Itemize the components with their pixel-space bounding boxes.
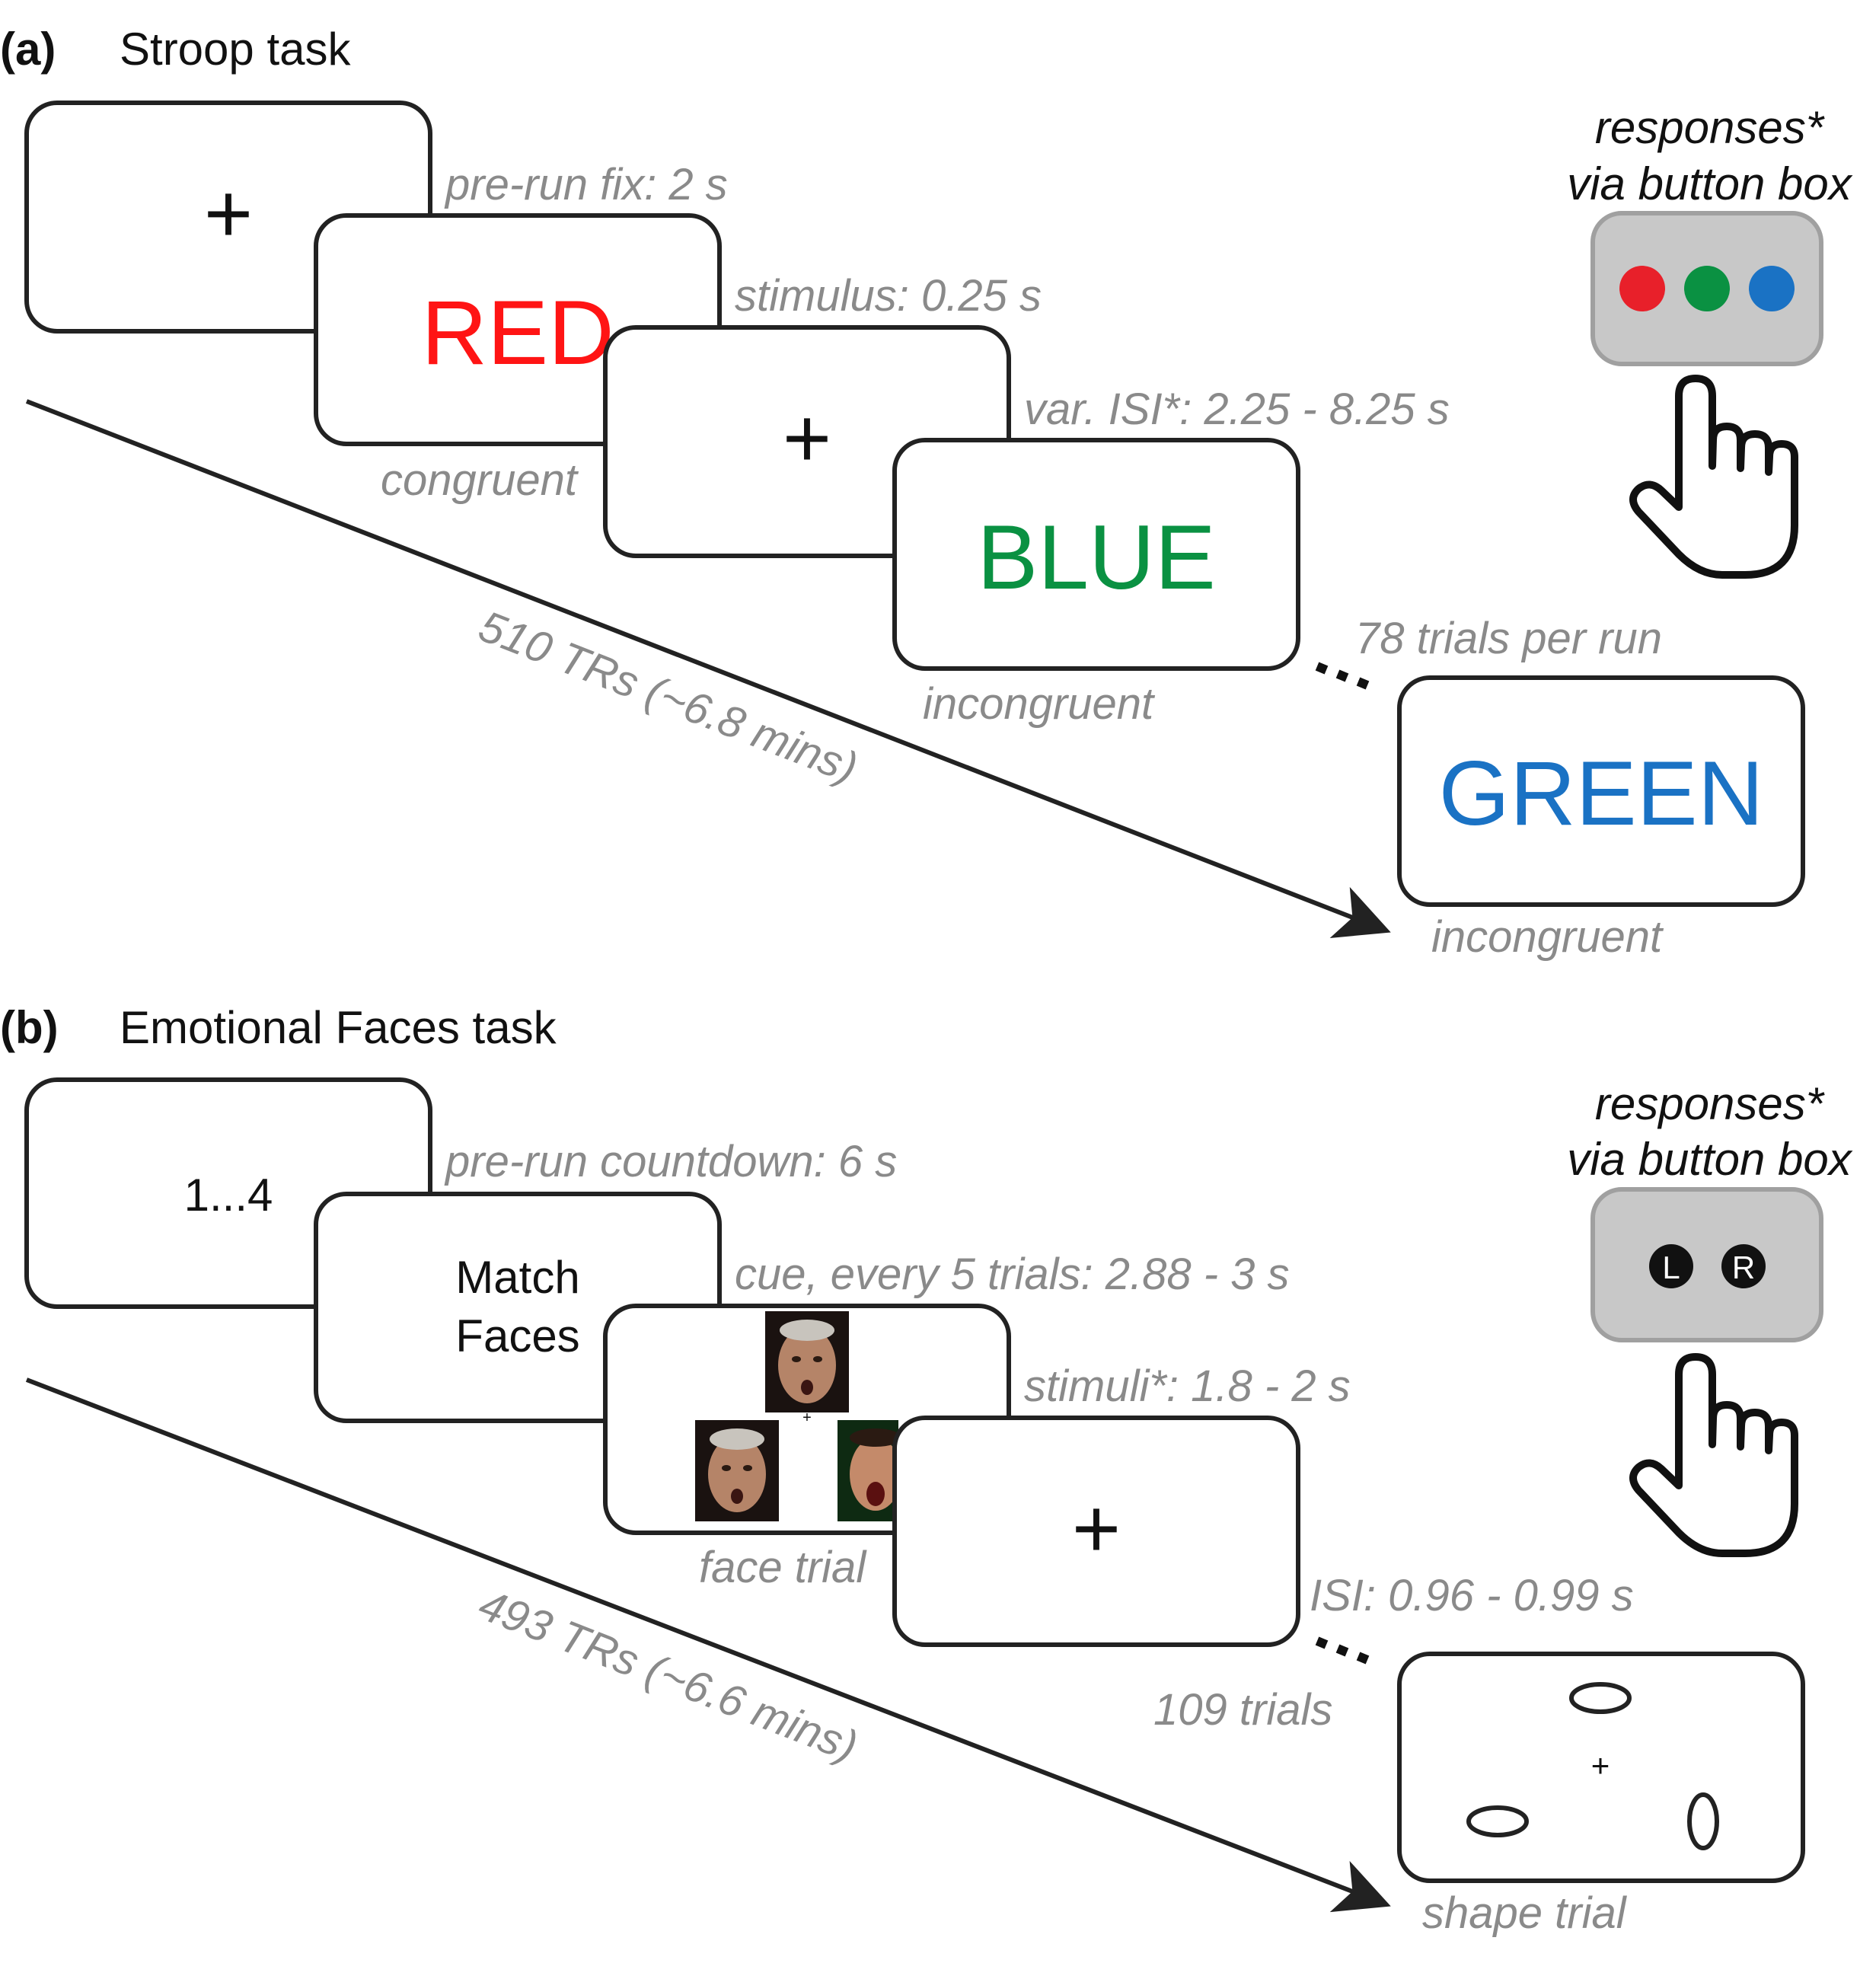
label-face-trial: face trial [699,1543,867,1592]
button-left-label: L [1662,1250,1680,1285]
timing-cue: cue, every 5 trials: 2.88 - 3 s [735,1250,1290,1299]
label-shape-trial: shape trial [1422,1888,1628,1938]
screen-shape-trial [1397,1652,1805,1883]
face-image-left [695,1420,779,1521]
button-box [1590,1187,1823,1342]
timeline-arrow-a [25,399,1391,938]
stimulus-word-red: RED [421,282,614,384]
timing-countdown: pre-run countdown: 6 s [444,1137,897,1186]
label-incongruent: incongruent [923,679,1156,729]
trials-count: 109 trials [1153,1685,1332,1735]
responses-label-line2: via button box [1567,158,1853,209]
panel-a-label: (a) [0,24,56,75]
responses-label-line2: via button box [1567,1134,1853,1185]
shape-top-ellipse [1569,1682,1632,1714]
pointing-hand-icon [1629,1353,1798,1557]
shape-left-ellipse [1466,1805,1529,1837]
button-blue [1749,266,1795,311]
ellipsis-dots [1315,662,1370,690]
timing-isi: var. ISI*: 2.25 - 8.25 s [1024,385,1450,434]
timeline-label-b: 493 TRs (~6.6 mins) [472,1580,864,1772]
face-fixation-cross: + [802,1409,812,1426]
timeline-label-a: 510 TRs (~6.8 mins) [472,602,864,793]
stimulus-word-blue: BLUE [977,506,1215,608]
screen-isi-fixation [892,1416,1300,1647]
countdown-text: 1...4 [184,1170,273,1221]
cue-text-line2: Faces [455,1310,579,1361]
fixation-cross: + [1072,1482,1121,1575]
timing-isi: ISI: 0.96 - 0.99 s [1310,1571,1634,1620]
timing-stimuli: stimuli*: 1.8 - 2 s [1024,1361,1351,1411]
timing-stimulus: stimulus: 0.25 s [735,271,1042,321]
ellipsis-dots [1315,1636,1370,1665]
screen-stimulus-green [1397,675,1805,907]
panel-b-title: Emotional Faces task [120,1002,557,1053]
face-image-top [765,1311,849,1412]
stimulus-word-green: GREEN [1439,742,1764,844]
button-right [1721,1244,1766,1288]
shape-fixation-cross: + [1591,1748,1610,1783]
timing-prerun-fix: pre-run fix: 2 s [444,160,728,209]
cue-text-line1: Match [455,1252,579,1303]
button-right-label: R [1732,1250,1755,1285]
button-green [1684,266,1730,311]
fixation-cross: + [204,167,253,260]
panel-a-title: Stroop task [120,24,351,75]
pointing-hand-icon [1629,375,1798,579]
fixation-cross: + [783,391,831,485]
responses-label-line1: responses* [1595,102,1825,153]
screen-stimulus-blue [892,438,1300,671]
responses-label-line1: responses* [1595,1078,1825,1129]
label-incongruent: incongruent [1431,912,1664,962]
button-left [1649,1244,1693,1288]
label-congruent: congruent [381,455,579,505]
face-image-right [838,1420,901,1521]
shape-right-ellipse [1687,1792,1719,1850]
trials-per-run: 78 trials per run [1355,614,1662,663]
panel-b-label: (b) [0,1002,59,1053]
button-red [1619,266,1665,311]
timeline-arrow-b [25,1377,1391,1913]
